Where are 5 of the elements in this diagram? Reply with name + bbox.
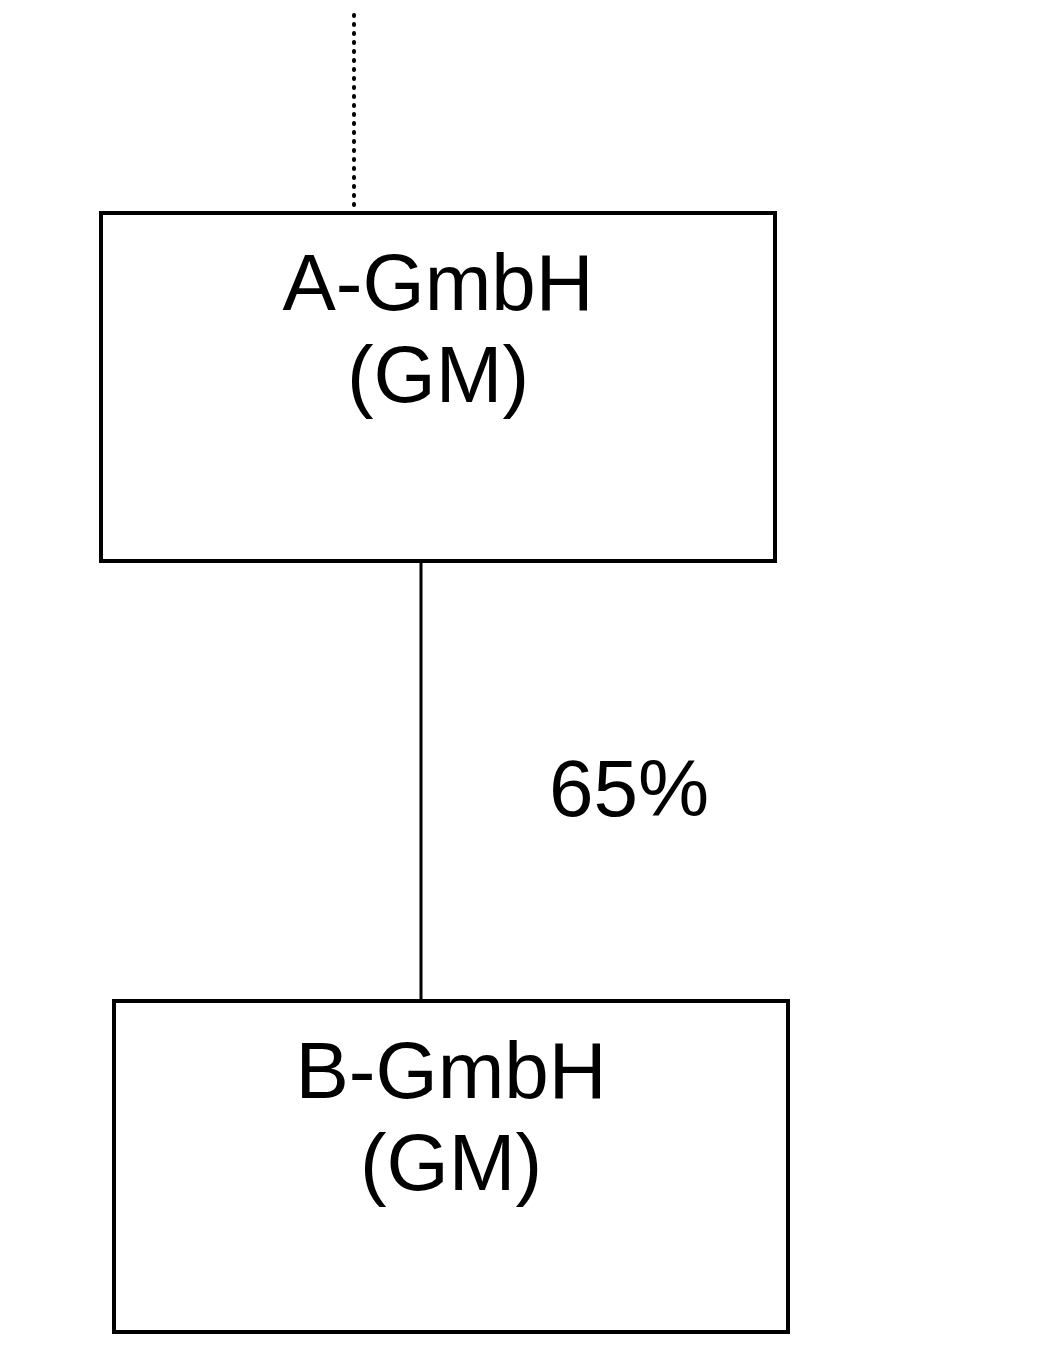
connector-line xyxy=(419,563,423,999)
company-name: B-GmbH (GM) xyxy=(294,1025,608,1209)
company-name: A-GmbH (GM) xyxy=(281,237,595,421)
company-box xyxy=(112,999,790,1334)
company-box xyxy=(99,211,777,563)
